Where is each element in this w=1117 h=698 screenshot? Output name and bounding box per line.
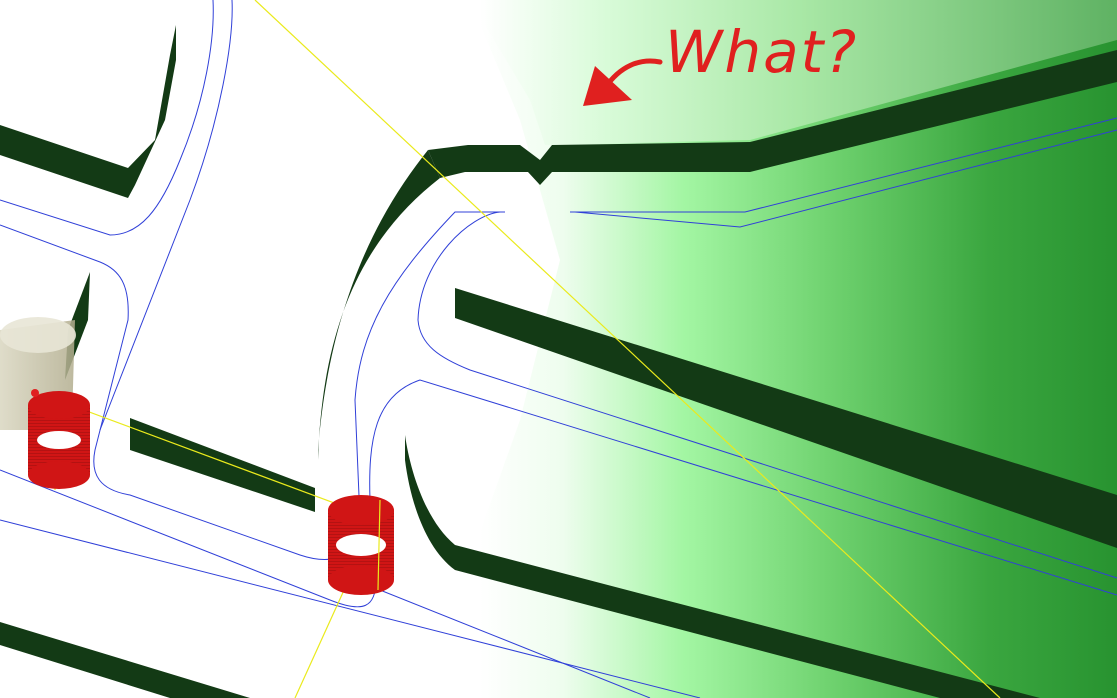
stock-top-face bbox=[470, 0, 1117, 145]
pocket-walls bbox=[0, 25, 1117, 698]
end-mill-tool-icon bbox=[28, 389, 90, 489]
arrow-head-icon bbox=[583, 66, 632, 106]
user-annotation: What? bbox=[583, 18, 858, 106]
annotation-text: What? bbox=[665, 18, 858, 86]
end-mill-tool-current-icon bbox=[328, 495, 394, 595]
